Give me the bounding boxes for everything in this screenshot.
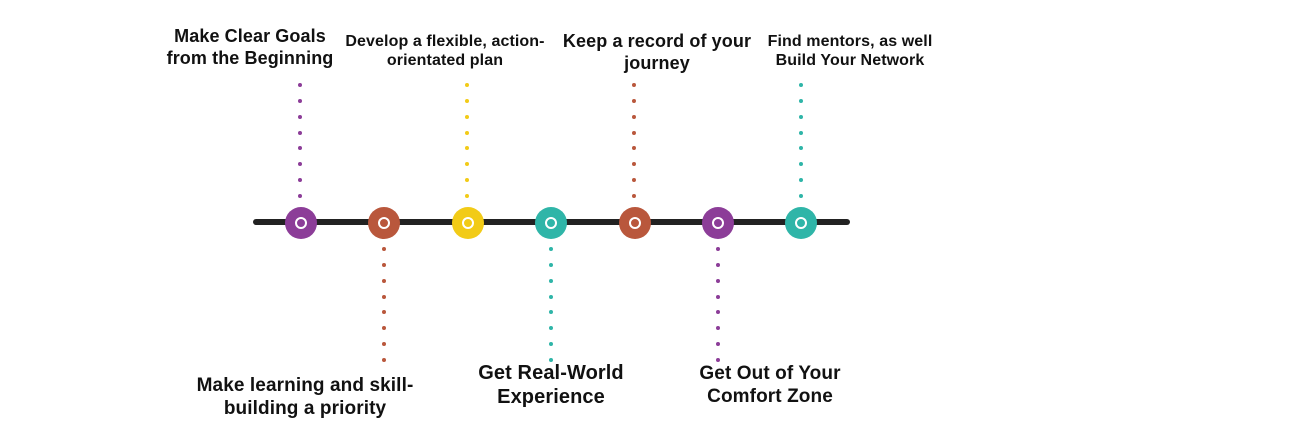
connector-dot	[382, 278, 386, 283]
connector-dot	[549, 342, 553, 347]
connector-dot	[716, 278, 720, 283]
label-bottom-3: Get Out of Your Comfort Zone	[675, 363, 865, 409]
connector-dot	[632, 98, 636, 103]
label-line: Experience	[497, 386, 605, 408]
connector-dot	[298, 114, 302, 119]
timeline-node-1	[285, 207, 317, 239]
connector-dot	[799, 130, 803, 135]
connector-dot	[465, 162, 469, 167]
label-top-3: Keep a record of your journey	[557, 31, 757, 74]
connector-dot	[716, 294, 720, 299]
label-line: Get Real-World	[478, 362, 624, 384]
connector-dot	[549, 247, 553, 251]
timeline-node-7	[785, 207, 817, 239]
connector-dot	[549, 310, 553, 315]
connector-dot	[298, 146, 302, 151]
connector-dot	[632, 162, 636, 167]
ring-icon	[795, 217, 807, 229]
label-line: Keep a record of your	[562, 31, 752, 51]
connector-dot	[465, 146, 469, 151]
connector-dot	[799, 194, 803, 198]
connector-dot	[298, 178, 302, 183]
label-line: Comfort Zone	[707, 385, 833, 407]
connector-dot	[799, 83, 803, 87]
connector-dot	[382, 326, 386, 331]
connector-top-3	[631, 83, 637, 198]
label-top-4: Find mentors, as well Build Your Network	[757, 32, 943, 70]
ring-icon	[462, 217, 474, 229]
connector-dot	[716, 326, 720, 331]
ring-icon	[295, 217, 307, 229]
connector-top-2	[464, 83, 470, 198]
connector-dot	[465, 114, 469, 119]
connector-dot	[549, 278, 553, 283]
ring-icon	[545, 217, 557, 229]
connector-dot	[716, 342, 720, 347]
connector-dot	[716, 262, 720, 267]
connector-dot	[716, 247, 720, 251]
connector-dot	[298, 130, 302, 135]
label-top-1: Make Clear Goals from the Beginning	[160, 26, 340, 69]
connector-dot	[465, 98, 469, 103]
label-line: from the Beginning	[166, 47, 334, 68]
connector-dot	[632, 130, 636, 135]
timeline-node-5	[619, 207, 651, 239]
connector-dot	[382, 310, 386, 315]
connector-dot	[799, 114, 803, 119]
connector-dot	[382, 247, 386, 251]
connector-top-1	[297, 83, 303, 198]
connector-dot	[465, 83, 469, 87]
connector-dot	[298, 98, 302, 103]
connector-dot	[549, 358, 553, 362]
connector-bottom-2	[548, 247, 554, 362]
ring-icon	[712, 217, 724, 229]
label-line: Make learning and skill-	[196, 375, 414, 396]
connector-dot	[382, 342, 386, 347]
connector-dot	[549, 294, 553, 299]
connector-dot	[382, 358, 386, 362]
connector-dot	[799, 146, 803, 151]
connector-dot	[716, 310, 720, 315]
label-bottom-2: Get Real-World Experience	[460, 361, 642, 409]
connector-dot	[465, 194, 469, 198]
connector-dot	[382, 294, 386, 299]
label-line: Get Out of Your	[699, 363, 841, 384]
connector-dot	[298, 83, 302, 87]
ring-icon	[629, 217, 641, 229]
connector-dot	[382, 262, 386, 267]
connector-top-4	[798, 83, 804, 198]
connector-dot	[549, 262, 553, 267]
connector-dot	[716, 358, 720, 362]
connector-dot	[799, 98, 803, 103]
connector-dot	[799, 162, 803, 167]
label-line: Develop a flexible, action-	[345, 33, 545, 50]
ring-icon	[378, 217, 390, 229]
connector-dot	[632, 114, 636, 119]
label-line: building a priority	[223, 397, 387, 419]
label-line: journey	[624, 52, 690, 73]
connector-dot	[632, 178, 636, 183]
connector-bottom-3	[715, 247, 721, 362]
connector-dot	[298, 162, 302, 167]
connector-dot	[632, 194, 636, 198]
connector-dot	[799, 178, 803, 183]
label-line: Find mentors, as well	[767, 33, 933, 50]
timeline-node-4	[535, 207, 567, 239]
connector-dot	[298, 194, 302, 198]
label-line: orientated plan	[386, 52, 504, 70]
timeline-node-6	[702, 207, 734, 239]
label-top-2: Develop a flexible, action- orientated p…	[340, 32, 550, 70]
connector-dot	[632, 83, 636, 87]
connector-dot	[465, 130, 469, 135]
connector-dot	[465, 178, 469, 183]
label-bottom-1: Make learning and skill- building a prio…	[180, 375, 430, 421]
label-line: Make Clear Goals	[174, 26, 326, 46]
timeline-node-3	[452, 207, 484, 239]
timeline-node-2	[368, 207, 400, 239]
connector-bottom-1	[381, 247, 387, 362]
connector-dot	[632, 146, 636, 151]
connector-dot	[549, 326, 553, 331]
label-line: Build Your Network	[775, 52, 925, 70]
